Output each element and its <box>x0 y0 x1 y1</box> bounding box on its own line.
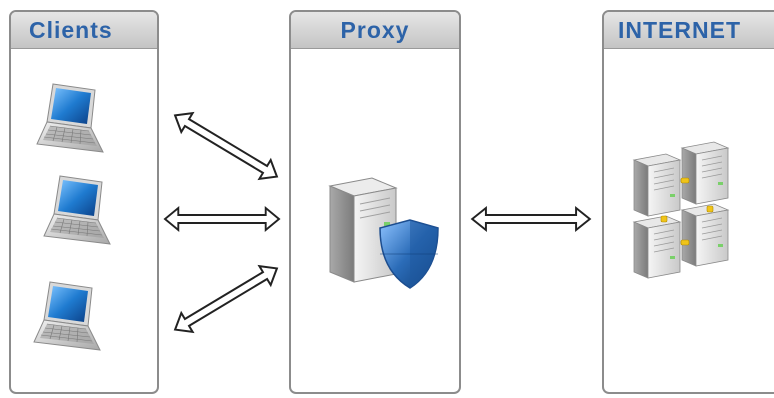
proxy-server-shield-icon <box>328 177 439 289</box>
server-cluster-icon <box>633 141 729 279</box>
bidirectional-arrow <box>168 257 284 341</box>
internet-panel: INTERNET <box>602 10 774 394</box>
laptop-icon <box>33 281 101 351</box>
laptop-icon <box>36 83 104 153</box>
bidirectional-arrow <box>164 207 280 231</box>
laptop-icon <box>43 175 111 245</box>
proxy-panel-title: Proxy <box>291 12 459 49</box>
bidirectional-arrow <box>471 207 591 231</box>
clients-panel-title: Clients <box>11 12 157 49</box>
bidirectional-arrow <box>168 104 284 188</box>
internet-panel-title: INTERNET <box>604 12 774 49</box>
